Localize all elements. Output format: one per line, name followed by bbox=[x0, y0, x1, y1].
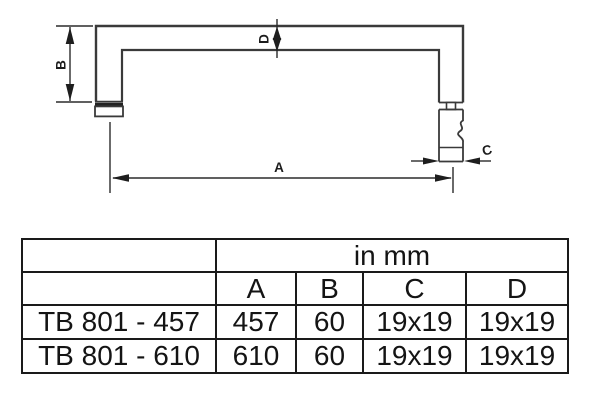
dim-label-a: A bbox=[274, 160, 284, 175]
left-foot-base bbox=[94, 105, 124, 118]
dim-c-arrow-right bbox=[464, 157, 480, 165]
dim-a-arrow-left bbox=[112, 174, 129, 182]
right-foot-body-right-break-line bbox=[457, 109, 464, 162]
value-c-cell: 19x19 bbox=[362, 338, 467, 374]
value-d-cell: 19x19 bbox=[464, 304, 570, 340]
dim-d-arrow-down bbox=[272, 38, 282, 52]
column-header-d: D bbox=[464, 271, 570, 306]
dim-c-arrow-left bbox=[423, 157, 439, 165]
empty-header-cell bbox=[21, 271, 217, 306]
model-cell: TB 801 - 457 bbox=[21, 304, 217, 340]
value-b-cell: 60 bbox=[295, 304, 364, 340]
handle-inner-contour bbox=[120, 48, 441, 103]
value-a-cell: 610 bbox=[215, 338, 297, 374]
column-header-b: B bbox=[295, 271, 364, 306]
dim-b-arrow-up bbox=[65, 27, 75, 44]
left-foot-collar bbox=[95, 102, 123, 107]
table-row: TB 801 - 610 610 60 19x19 19x19 bbox=[21, 338, 570, 374]
dim-d-arrow-up bbox=[272, 26, 282, 40]
value-d-cell: 19x19 bbox=[464, 338, 570, 374]
right-foot-neck bbox=[445, 101, 457, 111]
column-header-c: C bbox=[362, 271, 467, 306]
dim-b-arrow-down bbox=[65, 84, 75, 101]
column-header-a: A bbox=[215, 271, 297, 306]
dim-label-b: B bbox=[54, 60, 69, 70]
dim-label-d: D bbox=[257, 34, 272, 44]
value-c-cell: 19x19 bbox=[362, 304, 467, 340]
unit-header-cell: in mm bbox=[214, 238, 570, 273]
value-b-cell: 60 bbox=[295, 338, 364, 374]
unit-header-row: in mm bbox=[21, 238, 570, 273]
dim-a-arrow-right bbox=[435, 174, 452, 182]
column-header-row: A B C D bbox=[21, 271, 570, 306]
model-cell: TB 801 - 610 bbox=[21, 338, 217, 374]
dim-label-c: C bbox=[481, 142, 494, 159]
value-a-cell: 457 bbox=[215, 304, 297, 340]
technical-drawing: B D C A bbox=[54, 19, 494, 193]
handle-outer-contour bbox=[94, 24, 465, 103]
table-row: TB 801 - 457 457 60 19x19 19x19 bbox=[21, 304, 570, 340]
empty-corner-cell bbox=[21, 238, 217, 273]
spec-table: in mm A B C D TB 801 - 457 457 60 19x19 … bbox=[21, 238, 570, 374]
